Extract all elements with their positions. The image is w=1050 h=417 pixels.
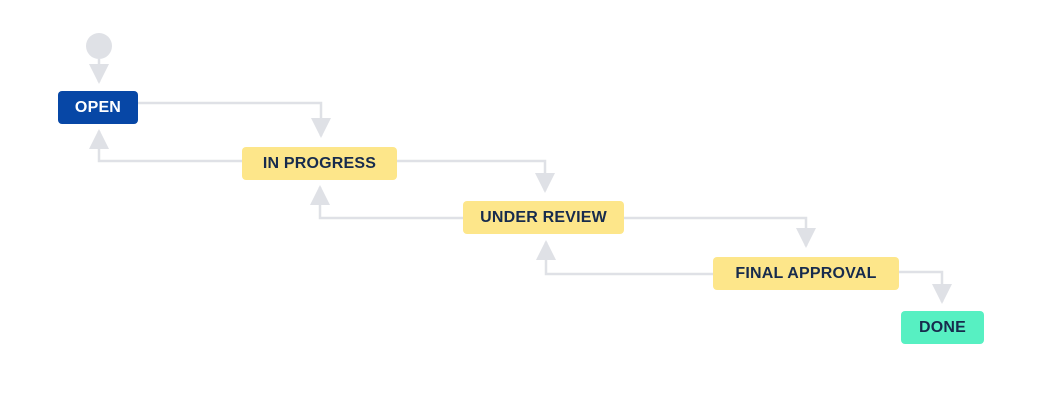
start-node — [86, 33, 112, 59]
transition-open-to-in-progress[interactable] — [138, 101, 331, 138]
status-final-approval[interactable]: FINAL APPROVAL — [713, 257, 899, 290]
status-done[interactable]: DONE — [901, 311, 984, 344]
status-open[interactable]: OPEN — [58, 91, 138, 124]
transition-in-progress-to-open[interactable] — [89, 129, 242, 163]
transition-in-progress-to-under-review[interactable] — [397, 159, 555, 193]
status-in-progress[interactable]: IN PROGRESS — [242, 147, 397, 180]
status-under-review[interactable]: UNDER REVIEW — [463, 201, 624, 234]
transition-final-approval-to-under-review[interactable] — [536, 240, 713, 276]
transition-final-approval-to-done[interactable] — [899, 270, 952, 304]
transition-under-review-to-in-progress[interactable] — [310, 185, 463, 220]
transition-under-review-to-final-approval[interactable] — [624, 216, 816, 248]
